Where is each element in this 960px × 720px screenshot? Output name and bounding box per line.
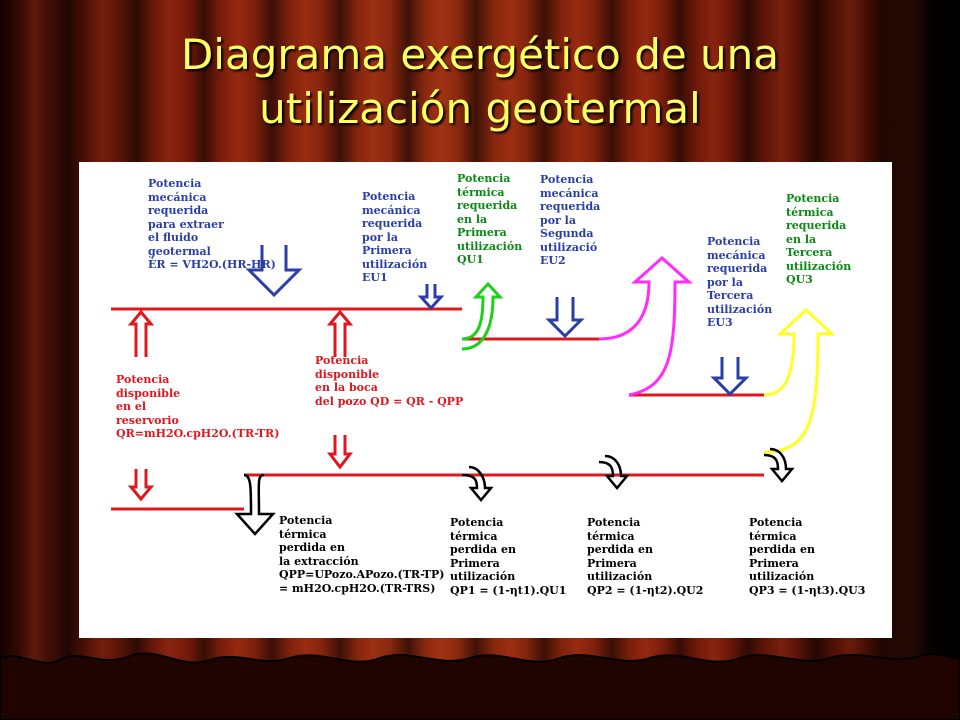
mech-u1-label: Potencia mecánica requerida por la Prime…: [362, 190, 428, 284]
avail-well-label: Potencia disponible en la boca del pozo …: [315, 354, 464, 408]
well-down-arrow: [326, 435, 354, 470]
lost-u2-label: Potencia térmica perdida en Primera util…: [587, 516, 704, 597]
flow-lines: [111, 307, 764, 511]
curtain-shadow: [880, 0, 960, 720]
mechanical-arrows: [245, 245, 750, 397]
extraction-loss-arrow: [234, 473, 276, 536]
well-up-arrow: [326, 309, 354, 357]
curtain-fringe: [0, 652, 960, 720]
reservoir-down-arrow: [127, 469, 155, 502]
lost-extraction-label: Potencia térmica perdida en la extracció…: [279, 514, 445, 595]
mech-u3-label: Potencia mecánica requerida por la Terce…: [707, 235, 773, 329]
u1-loss-arrow: [461, 465, 494, 502]
u2-mech-arrow: [545, 297, 585, 339]
lost-u1-label: Potencia térmica perdida en Primera util…: [450, 516, 567, 597]
lost-u3-label: Potencia térmica perdida en Primera util…: [749, 516, 866, 597]
u2-loss-arrow: [598, 454, 630, 490]
diagram-panel: Potencia mecánica requerida para extraer…: [79, 162, 892, 638]
u3-mech-arrow: [710, 357, 750, 397]
slide-title: Diagrama exergético de una utilización g…: [60, 28, 900, 136]
u1-mech-arrow: [417, 284, 445, 311]
therm-u3-label: Potencia térmica requerida en la Tercera…: [786, 192, 852, 286]
mech-u2-label: Potencia mecánica requerida por la Segun…: [540, 173, 601, 267]
u3-thermal-arrow: [763, 307, 836, 454]
available-arrows: [127, 309, 354, 502]
exergy-diagram: [111, 245, 836, 536]
u1-thermal-arrow: [461, 281, 504, 351]
u2-thermal-arrow: [598, 255, 693, 397]
extract-mech-arrow: [245, 245, 303, 298]
mech-extract-label: Potencia mecánica requerida para extraer…: [148, 177, 276, 271]
title-line-2: utilización geotermal: [259, 84, 701, 133]
therm-u1-label: Potencia térmica requerida en la Primera…: [457, 172, 523, 266]
avail-reservoir-label: Potencia disponible en el reservorio QR=…: [116, 373, 280, 440]
loss-arrows: [234, 447, 795, 536]
thermal-arrows: [461, 255, 836, 454]
title-line-1: Diagrama exergético de una: [180, 30, 780, 79]
u3-loss-arrow: [763, 447, 795, 483]
reservoir-up-arrow: [127, 309, 155, 357]
